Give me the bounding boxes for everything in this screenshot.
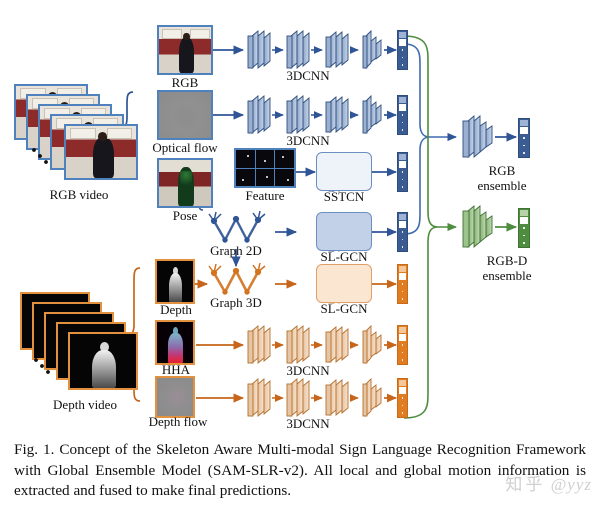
slgcn-2d-label: SL-GCN	[320, 249, 368, 264]
ellipsis-dots-rgb	[32, 148, 48, 164]
depth-flow-thumbnail	[155, 376, 195, 418]
graph-2d-skeleton	[208, 210, 266, 243]
depth-video-frame	[68, 332, 138, 390]
rgb-ensemble-label-line2: ensemble	[477, 178, 527, 193]
net-rgbd-ensemble-slabs	[462, 205, 493, 248]
rgb-label: RGB	[171, 75, 199, 90]
figure-canvas: RGB video Depth video RGB Optical flow P…	[14, 25, 562, 431]
feature-vector-rgb-ensemble	[518, 118, 530, 158]
feature-vector-sstcn	[397, 152, 408, 192]
ellipsis-dots-depth	[34, 358, 50, 374]
feature-vector-optical-flow	[397, 95, 408, 135]
brace-rgb-ensemble	[403, 43, 457, 235]
sstcn-box[interactable]	[316, 152, 372, 191]
rgb-thumbnail	[157, 25, 213, 75]
rgb-ensemble-label-line1: RGB	[488, 163, 516, 178]
watermark-handle: @yyz	[550, 475, 592, 494]
pose-label: Pose	[172, 208, 198, 223]
net-rgb-ensemble-slabs	[462, 115, 493, 158]
feature-thumbnail	[234, 148, 296, 188]
model-label-3dcnn-rgb: 3DCNN	[286, 68, 330, 83]
optical-flow-thumbnail	[157, 90, 213, 140]
rgbd-ensemble-label-line2: ensemble	[482, 268, 532, 283]
graph-2d-label: Graph 2D	[210, 243, 262, 258]
depth-flow-label: Depth flow	[148, 414, 208, 429]
hha-label: HHA	[161, 362, 191, 377]
depth-label: Depth	[160, 302, 192, 317]
depth-video-label: Depth video	[53, 397, 117, 412]
net-3dcnn-rgb	[247, 29, 382, 70]
feature-vector-rgb	[397, 30, 408, 70]
feature-vector-hha	[397, 325, 408, 365]
hha-thumbnail	[155, 320, 195, 365]
model-label-3dcnn-depthflow: 3DCNN	[286, 416, 330, 431]
figure-caption-text: Fig. 1. Concept of the Skeleton Aware Mu…	[14, 441, 586, 499]
slgcn-2d-box[interactable]	[316, 212, 372, 251]
feature-vector-rgbd-ensemble	[518, 208, 530, 248]
rgbd-ensemble-label-line1: RGB-D	[486, 253, 528, 268]
model-label-3dcnn-flow: 3DCNN	[286, 133, 330, 148]
rgb-video-frame	[64, 124, 138, 180]
depth-video-stack	[20, 292, 150, 396]
rgb-video-label: RGB video	[49, 187, 109, 202]
watermark: 知乎 @yyz	[505, 470, 592, 495]
feature-label: Feature	[245, 188, 285, 203]
optical-flow-label: Optical flow	[152, 140, 218, 155]
brace-rgbd-ensemble	[403, 35, 457, 419]
slgcn-3d-box[interactable]	[316, 264, 372, 303]
rgb-video-stack	[14, 84, 144, 184]
rgbd-ensemble-label: RGB-D ensemble	[452, 253, 562, 283]
pose-thumbnail	[157, 158, 213, 208]
graph-3d-skeleton	[208, 262, 266, 295]
rgb-ensemble-label: RGB ensemble	[452, 163, 552, 193]
feature-vector-depth-flow	[397, 378, 408, 418]
figure-caption: Fig. 1. Concept of the Skeleton Aware Mu…	[0, 440, 600, 515]
graph-3d-label: Graph 3D	[210, 295, 262, 310]
model-label-3dcnn-hha: 3DCNN	[286, 363, 330, 378]
feature-vector-slgcn-3d	[397, 264, 408, 304]
depth-thumbnail	[155, 259, 195, 304]
watermark-cn: 知乎	[505, 475, 546, 494]
sstcn-label: SSTCN	[323, 189, 365, 204]
slgcn-3d-label: SL-GCN	[320, 301, 368, 316]
net-3dcnn-flow	[247, 94, 382, 135]
net-3dcnn-hha	[247, 324, 382, 365]
net-3dcnn-depthflow	[247, 377, 382, 418]
feature-vector-slgcn-2d	[397, 212, 408, 252]
